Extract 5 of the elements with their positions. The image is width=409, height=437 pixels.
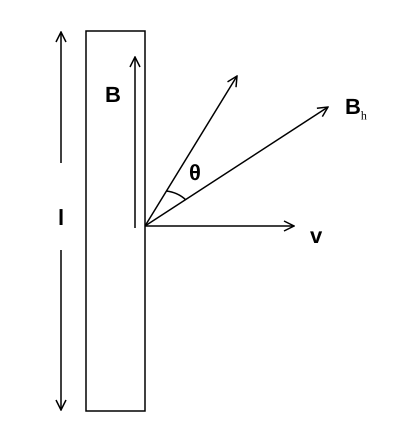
vector-label: B$_{h}$ (345, 96, 367, 122)
vector-label: v (310, 225, 322, 247)
vector-label: B (105, 84, 121, 106)
dimension-label: l (58, 207, 64, 229)
angle-label: θ (189, 162, 201, 184)
